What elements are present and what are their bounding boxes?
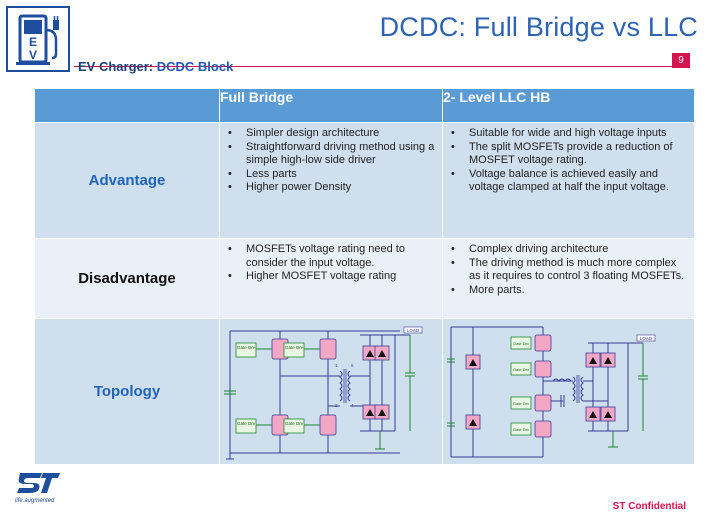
cell-advantage-llc: Suitable for wide and high voltage input… bbox=[442, 122, 695, 239]
cell-advantage-full-bridge: Simpler design architecture Straightforw… bbox=[219, 122, 443, 239]
header-divider bbox=[74, 66, 690, 67]
fb-winding-label: 1 bbox=[335, 363, 338, 368]
llc-gate-drv-label: Gate Drv bbox=[513, 427, 529, 432]
cell-topology-llc: Gate Drv Gate Drv Gate Drv Gate Drv bbox=[442, 318, 695, 465]
cell-disadvantage-full-bridge: MOSFETs voltage rating need to consider … bbox=[219, 238, 443, 319]
llc-gate-drv-label: Gate Drv bbox=[513, 367, 529, 372]
header-full-bridge: Full Bridge bbox=[219, 88, 443, 123]
fb-winding-label: 5 bbox=[351, 363, 354, 368]
row-label-advantage: Advantage bbox=[34, 122, 220, 239]
list-item: Higher power Density bbox=[228, 181, 436, 195]
llc-gate-drv-label: Gate Drv bbox=[513, 341, 529, 346]
cell-topology-full-bridge: Gate Drv Gate Drv Gate Drv Gate Drv 1 5 … bbox=[219, 318, 443, 465]
header-llc: 2- Level LLC HB bbox=[442, 88, 695, 123]
fb-gate-drv-label: Gate Drv bbox=[237, 345, 256, 350]
llc-gate-drv-label: Gate Drv bbox=[513, 401, 529, 406]
fb-winding-label: 2 bbox=[335, 403, 338, 408]
row-label-topology: Topology bbox=[34, 318, 220, 465]
fb-winding-label: 4 bbox=[351, 403, 354, 408]
list-item: Complex driving architecture bbox=[451, 243, 688, 257]
list-item: Simpler design architecture bbox=[228, 127, 436, 141]
fb-gate-drv-label: Gate Drv bbox=[237, 421, 256, 426]
list-item: MOSFETs voltage rating need to consider … bbox=[228, 243, 436, 270]
logo-letter-v: V bbox=[29, 48, 37, 62]
list-item: Voltage balance is achieved easily and v… bbox=[451, 168, 688, 195]
list-item: The driving method is much more complex … bbox=[451, 257, 688, 284]
list-item: Suitable for wide and high voltage input… bbox=[451, 127, 688, 141]
comparison-table: Full Bridge 2- Level LLC HB Advantage Si… bbox=[34, 88, 695, 465]
llc-schematic: Gate Drv Gate Drv Gate Drv Gate Drv bbox=[447, 326, 656, 457]
fb-gate-drv-label: Gate Drv bbox=[285, 421, 304, 426]
confidential-label: ST Confidential bbox=[612, 501, 686, 512]
st-logo: life.augmented bbox=[14, 470, 72, 506]
st-logo-caption: life.augmented bbox=[15, 498, 55, 504]
list-item: Less parts bbox=[228, 168, 436, 182]
cell-disadvantage-llc: Complex driving architecture The driving… bbox=[442, 238, 695, 319]
table-row-disadvantage: Disadvantage MOSFETs voltage rating need… bbox=[34, 238, 695, 319]
llc-load-label: LOAD bbox=[640, 336, 653, 341]
page-number-badge: 9 bbox=[672, 53, 690, 68]
section-subtitle: EV Charger: DCDC Block bbox=[78, 59, 233, 74]
fb-gate-drv-label: Gate Drv bbox=[285, 345, 304, 350]
fb-load-label: LOAD bbox=[407, 328, 420, 333]
list-item: Straightforward driving method using a s… bbox=[228, 141, 436, 168]
table-row-topology: Topology bbox=[34, 318, 695, 465]
list-item: The split MOSFETs provide a reduction of… bbox=[451, 141, 688, 168]
list-item: More parts. bbox=[451, 284, 688, 298]
table-header-row: Full Bridge 2- Level LLC HB bbox=[34, 88, 695, 123]
table-row-advantage: Advantage Simpler design architecture St… bbox=[34, 122, 695, 239]
logo-letter-e: E bbox=[29, 35, 37, 49]
list-item: Higher MOSFET voltage rating bbox=[228, 270, 436, 284]
page-title: DCDC: Full Bridge vs LLC bbox=[379, 12, 698, 42]
row-label-disadvantage: Disadvantage bbox=[34, 238, 220, 319]
header-cell-empty bbox=[34, 88, 220, 123]
ev-logo: E V bbox=[6, 6, 70, 72]
subtitle-highlight: DCDC Block bbox=[156, 59, 234, 74]
subtitle-prefix: EV Charger: bbox=[78, 59, 157, 74]
full-bridge-schematic: Gate Drv Gate Drv Gate Drv Gate Drv 1 5 … bbox=[224, 326, 423, 459]
